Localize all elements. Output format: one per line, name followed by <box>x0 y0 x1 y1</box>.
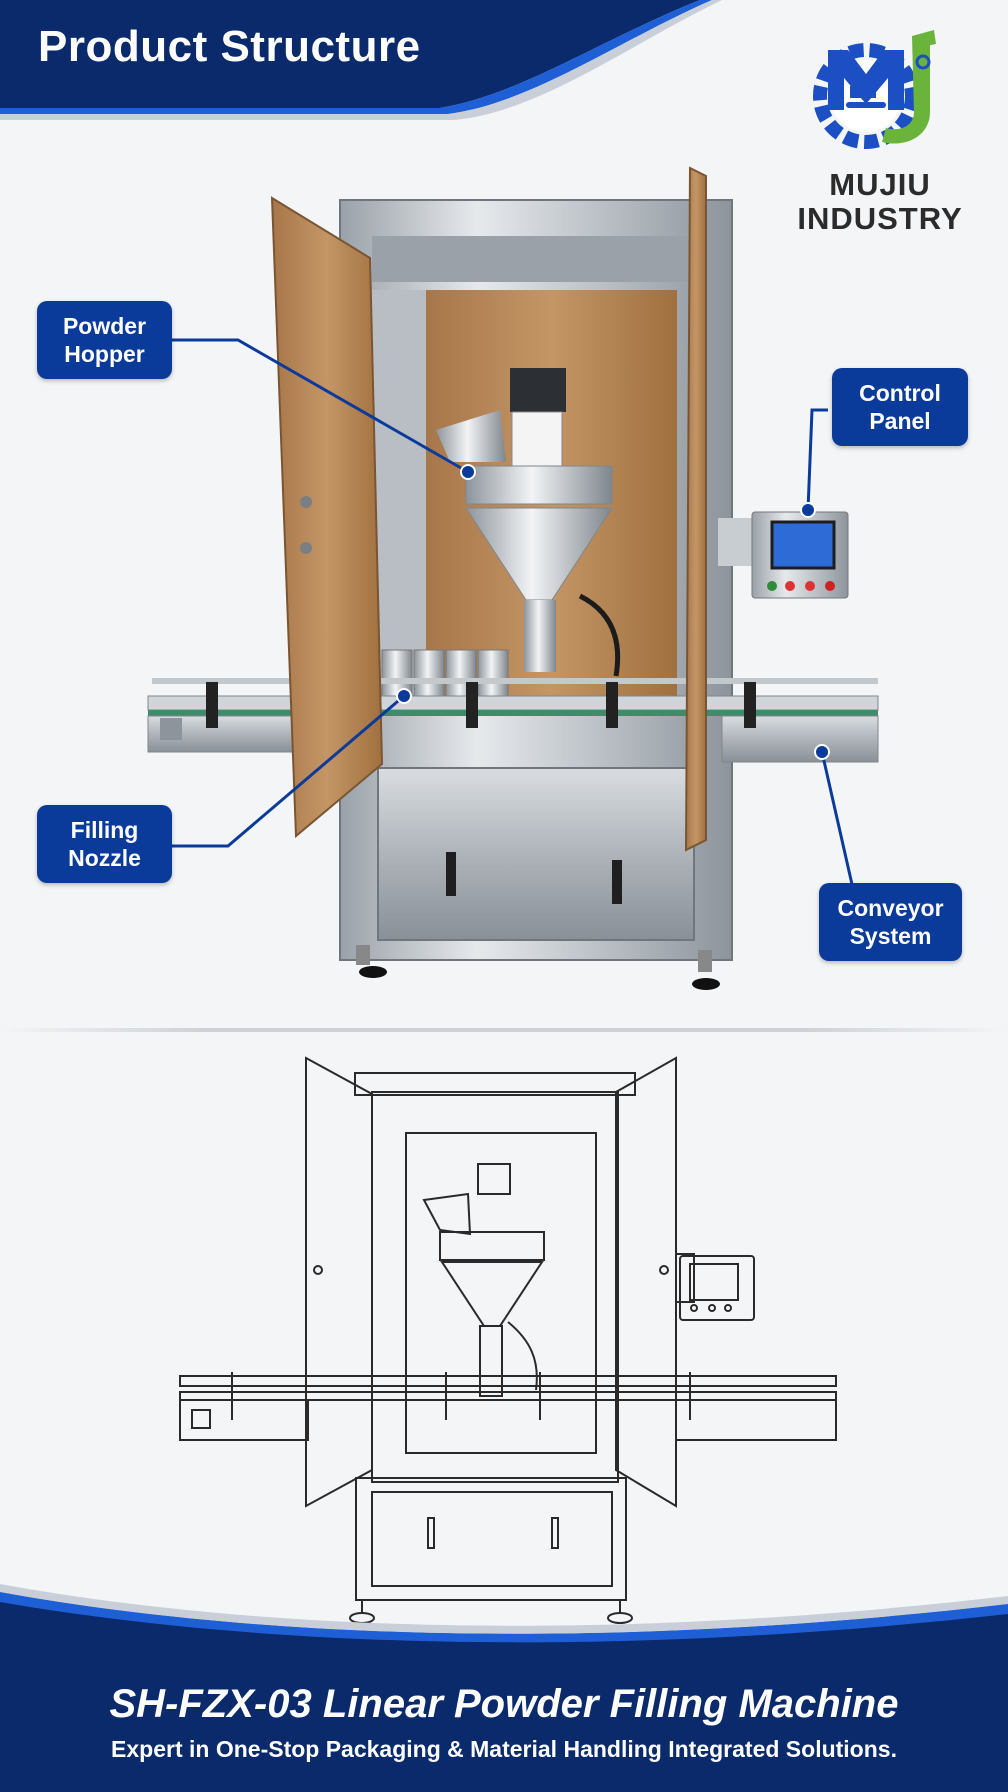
section-divider <box>0 1028 1008 1032</box>
header-banner <box>0 0 722 120</box>
powder-hopper-label: Powder Hopper <box>37 301 172 379</box>
tagline: Expert in One-Stop Packaging & Material … <box>111 1736 897 1762</box>
technical-drawing <box>179 1056 837 1624</box>
brand-name: MUJIU INDUSTRY <box>770 168 990 236</box>
control-panel-label: Control Panel <box>832 368 968 446</box>
gear-conveyor-logo-icon <box>813 30 936 149</box>
footer-banner <box>0 1584 1008 1792</box>
filling-nozzle-label: Filling Nozzle <box>37 805 172 883</box>
page-title: Product Structure <box>38 22 421 71</box>
machine-photo <box>147 166 879 990</box>
conveyor-system-label: Conveyor System <box>819 883 962 961</box>
brand-name-line2: INDUSTRY <box>797 201 963 236</box>
brand-name-line1: MUJIU <box>829 167 931 202</box>
product-title: SH-FZX-03 Linear Powder Filling Machine <box>109 1682 899 1726</box>
